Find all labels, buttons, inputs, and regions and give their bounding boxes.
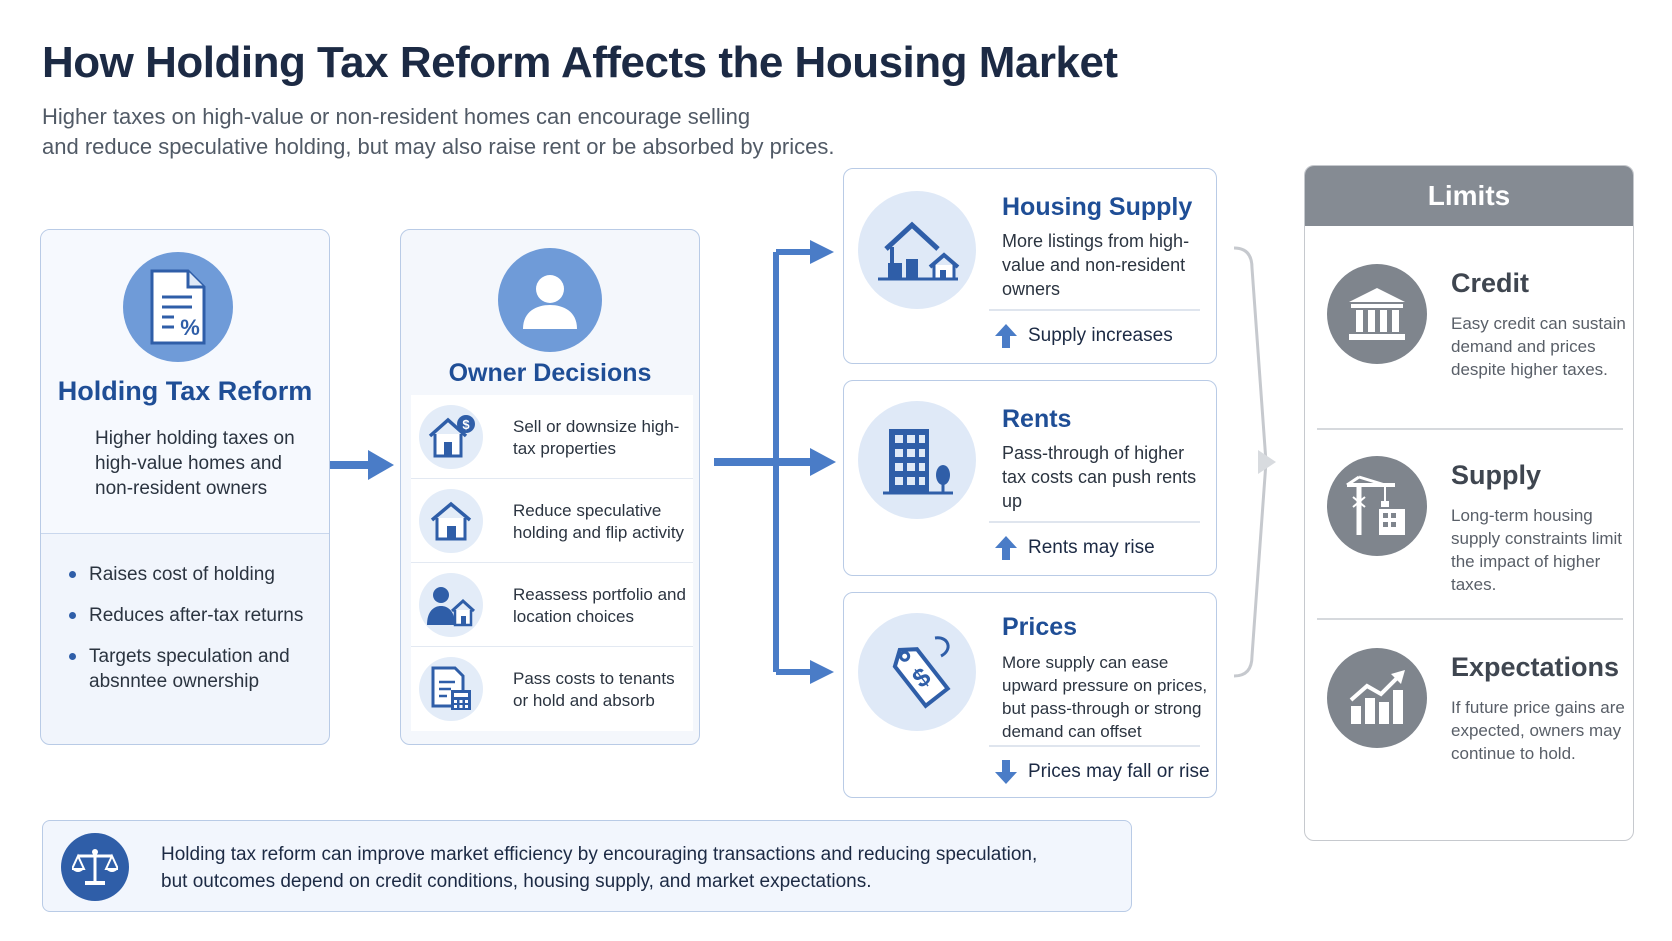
- person-icon: [498, 248, 602, 352]
- limit-description: If future price gains are expected, owne…: [1451, 698, 1625, 763]
- owner-decisions-card: Owner Decisions $ Sell or downsize high-…: [400, 229, 700, 745]
- reform-card-top: % Holding Tax Reform Higher holding taxe…: [41, 230, 329, 534]
- limit-description: Long-term housing supply constraints lim…: [1451, 506, 1623, 594]
- calculator-document-icon: [419, 657, 483, 721]
- divider: [989, 521, 1200, 523]
- bank-icon: [1327, 264, 1427, 364]
- page-title: How Holding Tax Reform Affects the Housi…: [42, 38, 1118, 87]
- tax-document-percent-icon: %: [123, 252, 233, 362]
- arrow-up-icon: [995, 536, 1017, 560]
- conclusion-text: Holding tax reform can improve market ef…: [161, 841, 1121, 895]
- svg-text:$: $: [462, 417, 470, 432]
- limit-credit: Credit Easy credit can sustain demand an…: [1317, 264, 1626, 414]
- effect-prices-card: $ Prices More supply can ease upward pre…: [843, 592, 1217, 798]
- effect-description: More listings from high-value and non-re…: [1002, 231, 1190, 299]
- house-dollar-icon: $: [419, 405, 483, 469]
- owner-decisions-list: $ Sell or downsize high-tax properties R…: [411, 395, 693, 731]
- reform-bullets: Raises cost of holding Reduces after-tax…: [69, 562, 309, 710]
- arrow-up-icon: [995, 324, 1017, 348]
- bracket-connector: [1233, 246, 1276, 678]
- list-item: Raises cost of holding: [69, 562, 309, 587]
- houses-icon: [858, 191, 976, 309]
- owner-item-text: Sell or downsize high-tax properties: [513, 417, 680, 458]
- subtitle-line-1: Higher taxes on high-value or non-reside…: [42, 104, 751, 129]
- arrow-right-icon: [330, 450, 394, 480]
- reform-title: Holding Tax Reform: [57, 376, 313, 406]
- limit-expectations: Expectations If future price gains are e…: [1317, 648, 1625, 818]
- effect-result: Rents may rise: [994, 535, 1155, 561]
- effect-result-text: Prices may fall or rise: [1028, 761, 1210, 782]
- divider: [1317, 618, 1623, 620]
- effect-title: Prices: [1002, 613, 1078, 641]
- effect-result: Supply increases: [994, 323, 1173, 349]
- effect-result: Prices may fall or rise: [994, 759, 1210, 785]
- list-item: Reduce speculative holding and flip acti…: [411, 479, 693, 563]
- price-tag-icon: $: [858, 613, 976, 731]
- conclusion-line-1: Holding tax reform can improve market ef…: [161, 844, 1038, 865]
- owner-item-text: Reassess portfolio and location choices: [513, 585, 686, 626]
- limit-title: Supply: [1451, 460, 1542, 490]
- construction-crane-icon: [1327, 456, 1427, 556]
- list-item: $ Sell or downsize high-tax properties: [411, 395, 693, 479]
- effect-housing-supply-card: Housing Supply More listings from high-v…: [843, 168, 1217, 364]
- effect-description: Pass-through of higher tax costs can pus…: [1002, 443, 1197, 511]
- divider: [1317, 428, 1623, 430]
- effect-title: Housing Supply: [1002, 193, 1193, 221]
- effect-rents-card: Rents Pass-through of higher tax costs c…: [843, 380, 1217, 576]
- branch-arrows: [714, 240, 836, 684]
- divider: [989, 309, 1200, 311]
- svg-text:%: %: [180, 315, 200, 340]
- divider: [989, 745, 1200, 747]
- reform-description: Higher holding taxes on high-value homes…: [95, 428, 295, 499]
- list-item: Reassess portfolio and location choices: [411, 563, 693, 647]
- arrow-down-icon: [995, 760, 1017, 784]
- effect-title: Rents: [1002, 405, 1072, 433]
- owner-title: Owner Decisions: [448, 359, 652, 387]
- list-item: Targets speculation and absnntee ownersh…: [69, 644, 309, 694]
- house-icon: [419, 489, 483, 553]
- person-house-icon: [419, 573, 483, 637]
- effect-description: More supply can ease upward pressure on …: [1002, 653, 1208, 741]
- page-subtitle: Higher taxes on high-value or non-reside…: [42, 102, 862, 162]
- effect-result-text: Rents may rise: [1028, 537, 1155, 558]
- conclusion-line-2: but outcomes depend on credit conditions…: [161, 871, 872, 892]
- effect-result-text: Supply increases: [1028, 325, 1173, 346]
- owner-item-text: Pass costs to tenants or hold and absorb: [513, 669, 675, 710]
- apartment-building-icon: [858, 401, 976, 519]
- list-item: Reduces after-tax returns: [69, 603, 309, 628]
- list-item: Pass costs to tenants or hold and absorb: [411, 647, 693, 731]
- scales-icon: [61, 833, 129, 901]
- rising-chart-icon: [1327, 648, 1427, 748]
- limit-supply: Supply Long-term housing supply constrai…: [1317, 456, 1623, 626]
- limits-panel: Limits Credit Easy credit can sustain de…: [1304, 165, 1634, 841]
- holding-tax-reform-card: % Holding Tax Reform Higher holding taxe…: [40, 229, 330, 745]
- limit-title: Credit: [1451, 268, 1530, 298]
- limits-title: Limits: [1305, 166, 1633, 226]
- limit-description: Easy credit can sustain demand and price…: [1451, 314, 1626, 379]
- conclusion-box: Holding tax reform can improve market ef…: [42, 820, 1132, 912]
- subtitle-line-2: and reduce speculative holding, but may …: [42, 134, 835, 159]
- owner-item-text: Reduce speculative holding and flip acti…: [513, 501, 685, 542]
- limit-title: Expectations: [1451, 652, 1620, 682]
